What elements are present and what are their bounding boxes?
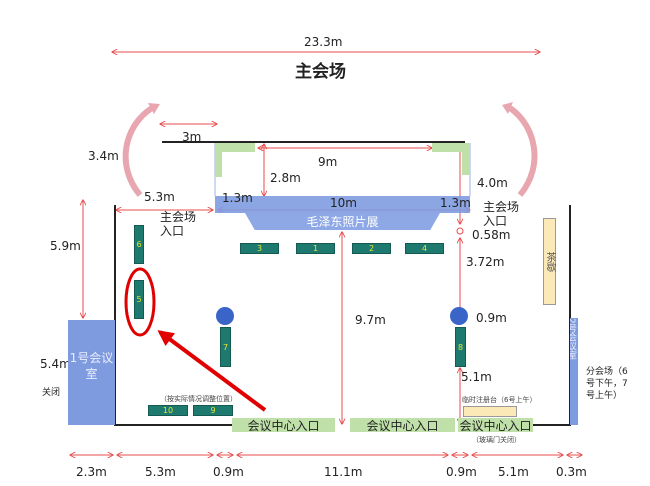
dim-0-9m: 0.9m [476, 311, 507, 325]
dim-4-0m: 4.0m [477, 176, 508, 190]
bottom-dim: 2.3m [76, 465, 107, 479]
room-1[interactable]: 1号会议室 [68, 320, 115, 425]
dim-0-58m: 0.58m [472, 228, 511, 242]
bottom-dim: 0.9m [213, 465, 244, 479]
bottom-dim: 5.1m [498, 465, 529, 479]
table-2: 2 [352, 243, 391, 254]
dim-10m: 10m [330, 196, 357, 210]
table-1: 1 [296, 243, 335, 254]
table-8: 8 [455, 327, 466, 367]
dim-1-3m-right: 1.3m [440, 196, 471, 210]
table-10: 10 [148, 405, 188, 416]
registration-label: 临时注册台（6号上午） [462, 396, 537, 404]
table-9: 9 [193, 405, 233, 416]
center-entrance-2[interactable]: 会议中心入口 [350, 418, 455, 433]
table-7: 7 [220, 327, 231, 367]
dim-3-4m: 3.4m [88, 149, 119, 163]
dim-3-72m: 3.72m [466, 255, 505, 269]
stage-bar [215, 196, 470, 213]
dim-2-8m: 2.8m [270, 171, 301, 185]
green-corner-left [215, 143, 255, 152]
bottom-dim: 0.3m [556, 465, 587, 479]
table-3: 3 [240, 243, 279, 254]
photo-exhibit: 毛泽东照片展 [245, 213, 440, 230]
dim-1-3m-left: 1.3m [222, 191, 253, 205]
dim-9m: 9m [318, 155, 338, 169]
main-hall-entrance-right[interactable]: 主会场入口 [483, 200, 520, 228]
page-title: 主会场 [295, 62, 346, 82]
position-note: （按实际情况调整位置） [160, 395, 237, 403]
glass-door-note: （玻璃门关闭） [472, 436, 521, 444]
room-2-note: 分会场（6号下午，7号上午） [586, 367, 628, 401]
green-corner-right-vertical [462, 143, 470, 175]
center-entrance-1[interactable]: 会议中心入口 [232, 418, 335, 433]
registration-desk [463, 406, 517, 417]
bottom-dim: 0.9m [446, 465, 477, 479]
bottom-dim: 5.3m [145, 465, 176, 479]
dim-5-1m: 5.1m [461, 370, 492, 384]
table-6: 6 [134, 225, 144, 264]
room-1-status: 关闭 [42, 388, 61, 398]
room-2[interactable]: 2号会议室 [570, 318, 578, 425]
green-corner-right [432, 143, 470, 152]
bottom-dim: 11.1m [324, 465, 363, 479]
green-corner-left-vertical [215, 143, 222, 177]
main-hall-entrance-left[interactable]: 主会场入口 [160, 210, 197, 238]
dim-5-9m: 5.9m [50, 239, 81, 253]
center-entrance-3[interactable]: 会议中心入口 [458, 418, 533, 433]
table-5: 5 [134, 280, 144, 319]
tea-break: 茶歇 [543, 218, 556, 305]
table-4: 4 [405, 243, 444, 254]
dim-total-width: 23.3m [304, 35, 343, 49]
dim-3m: 3m [182, 130, 202, 144]
dim-9-7m: 9.7m [355, 313, 386, 327]
dim-5-3m-top: 5.3m [144, 190, 175, 204]
dim-5-4m: 5.4m [40, 357, 71, 371]
